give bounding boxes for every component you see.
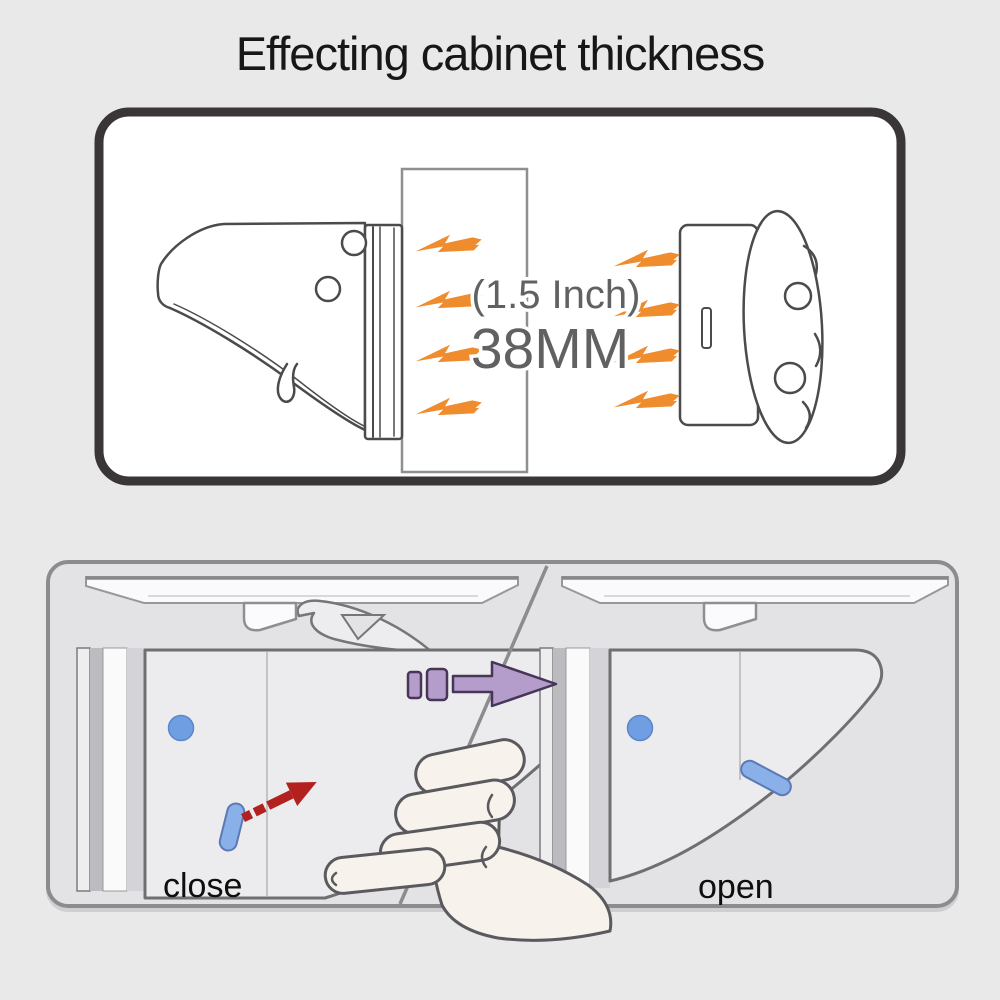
lightning-bolt-icon xyxy=(415,234,482,253)
thickness-mm-label: 38MM xyxy=(471,317,629,381)
open-label: open xyxy=(698,868,774,906)
cabinet-door-cross-section xyxy=(400,167,529,474)
thickness-inch-label: (1.5 Inch) xyxy=(472,273,641,317)
lightning-bolt-icon xyxy=(613,345,680,364)
latch-hook xyxy=(702,601,758,632)
lightning-bolt-icon xyxy=(613,249,680,268)
unlock-direction-arrow-icon xyxy=(241,782,317,823)
lock-button-dot xyxy=(167,714,195,742)
lightning-bolt-icon xyxy=(415,344,482,363)
lightning-bolt-icon xyxy=(415,290,482,309)
hand-icon xyxy=(323,738,613,942)
cabinet-frame-strips xyxy=(539,647,610,889)
latch-blue-open xyxy=(740,759,792,797)
page-title: Effecting cabinet thickness xyxy=(235,27,766,80)
cabinet-top-panel xyxy=(85,576,519,604)
lock-button-dot xyxy=(626,714,654,742)
magnetic-key-side-view xyxy=(678,209,824,445)
latch-hook xyxy=(242,601,298,632)
latch-blue-closed xyxy=(218,802,246,852)
cabinet-frame-strips xyxy=(76,647,145,892)
fingernail-line xyxy=(330,871,338,887)
magnet-field-bolts-right xyxy=(613,249,680,409)
usage-diagram: close open xyxy=(46,560,959,942)
open-state-scene xyxy=(539,576,949,889)
spring-arm-hole xyxy=(340,614,387,641)
lightning-bolt-icon xyxy=(613,299,680,318)
lock-side-view xyxy=(156,221,404,441)
magnet-field-bolts-left xyxy=(415,234,482,416)
thickness-diagram: (1.5 Inch) 38MM xyxy=(94,107,906,486)
cabinet-top-panel xyxy=(561,576,949,604)
lightning-bolt-icon xyxy=(415,397,482,416)
transition-arrow-icon xyxy=(406,660,558,708)
close-label: close xyxy=(163,867,242,905)
lightning-bolt-icon xyxy=(613,390,680,409)
